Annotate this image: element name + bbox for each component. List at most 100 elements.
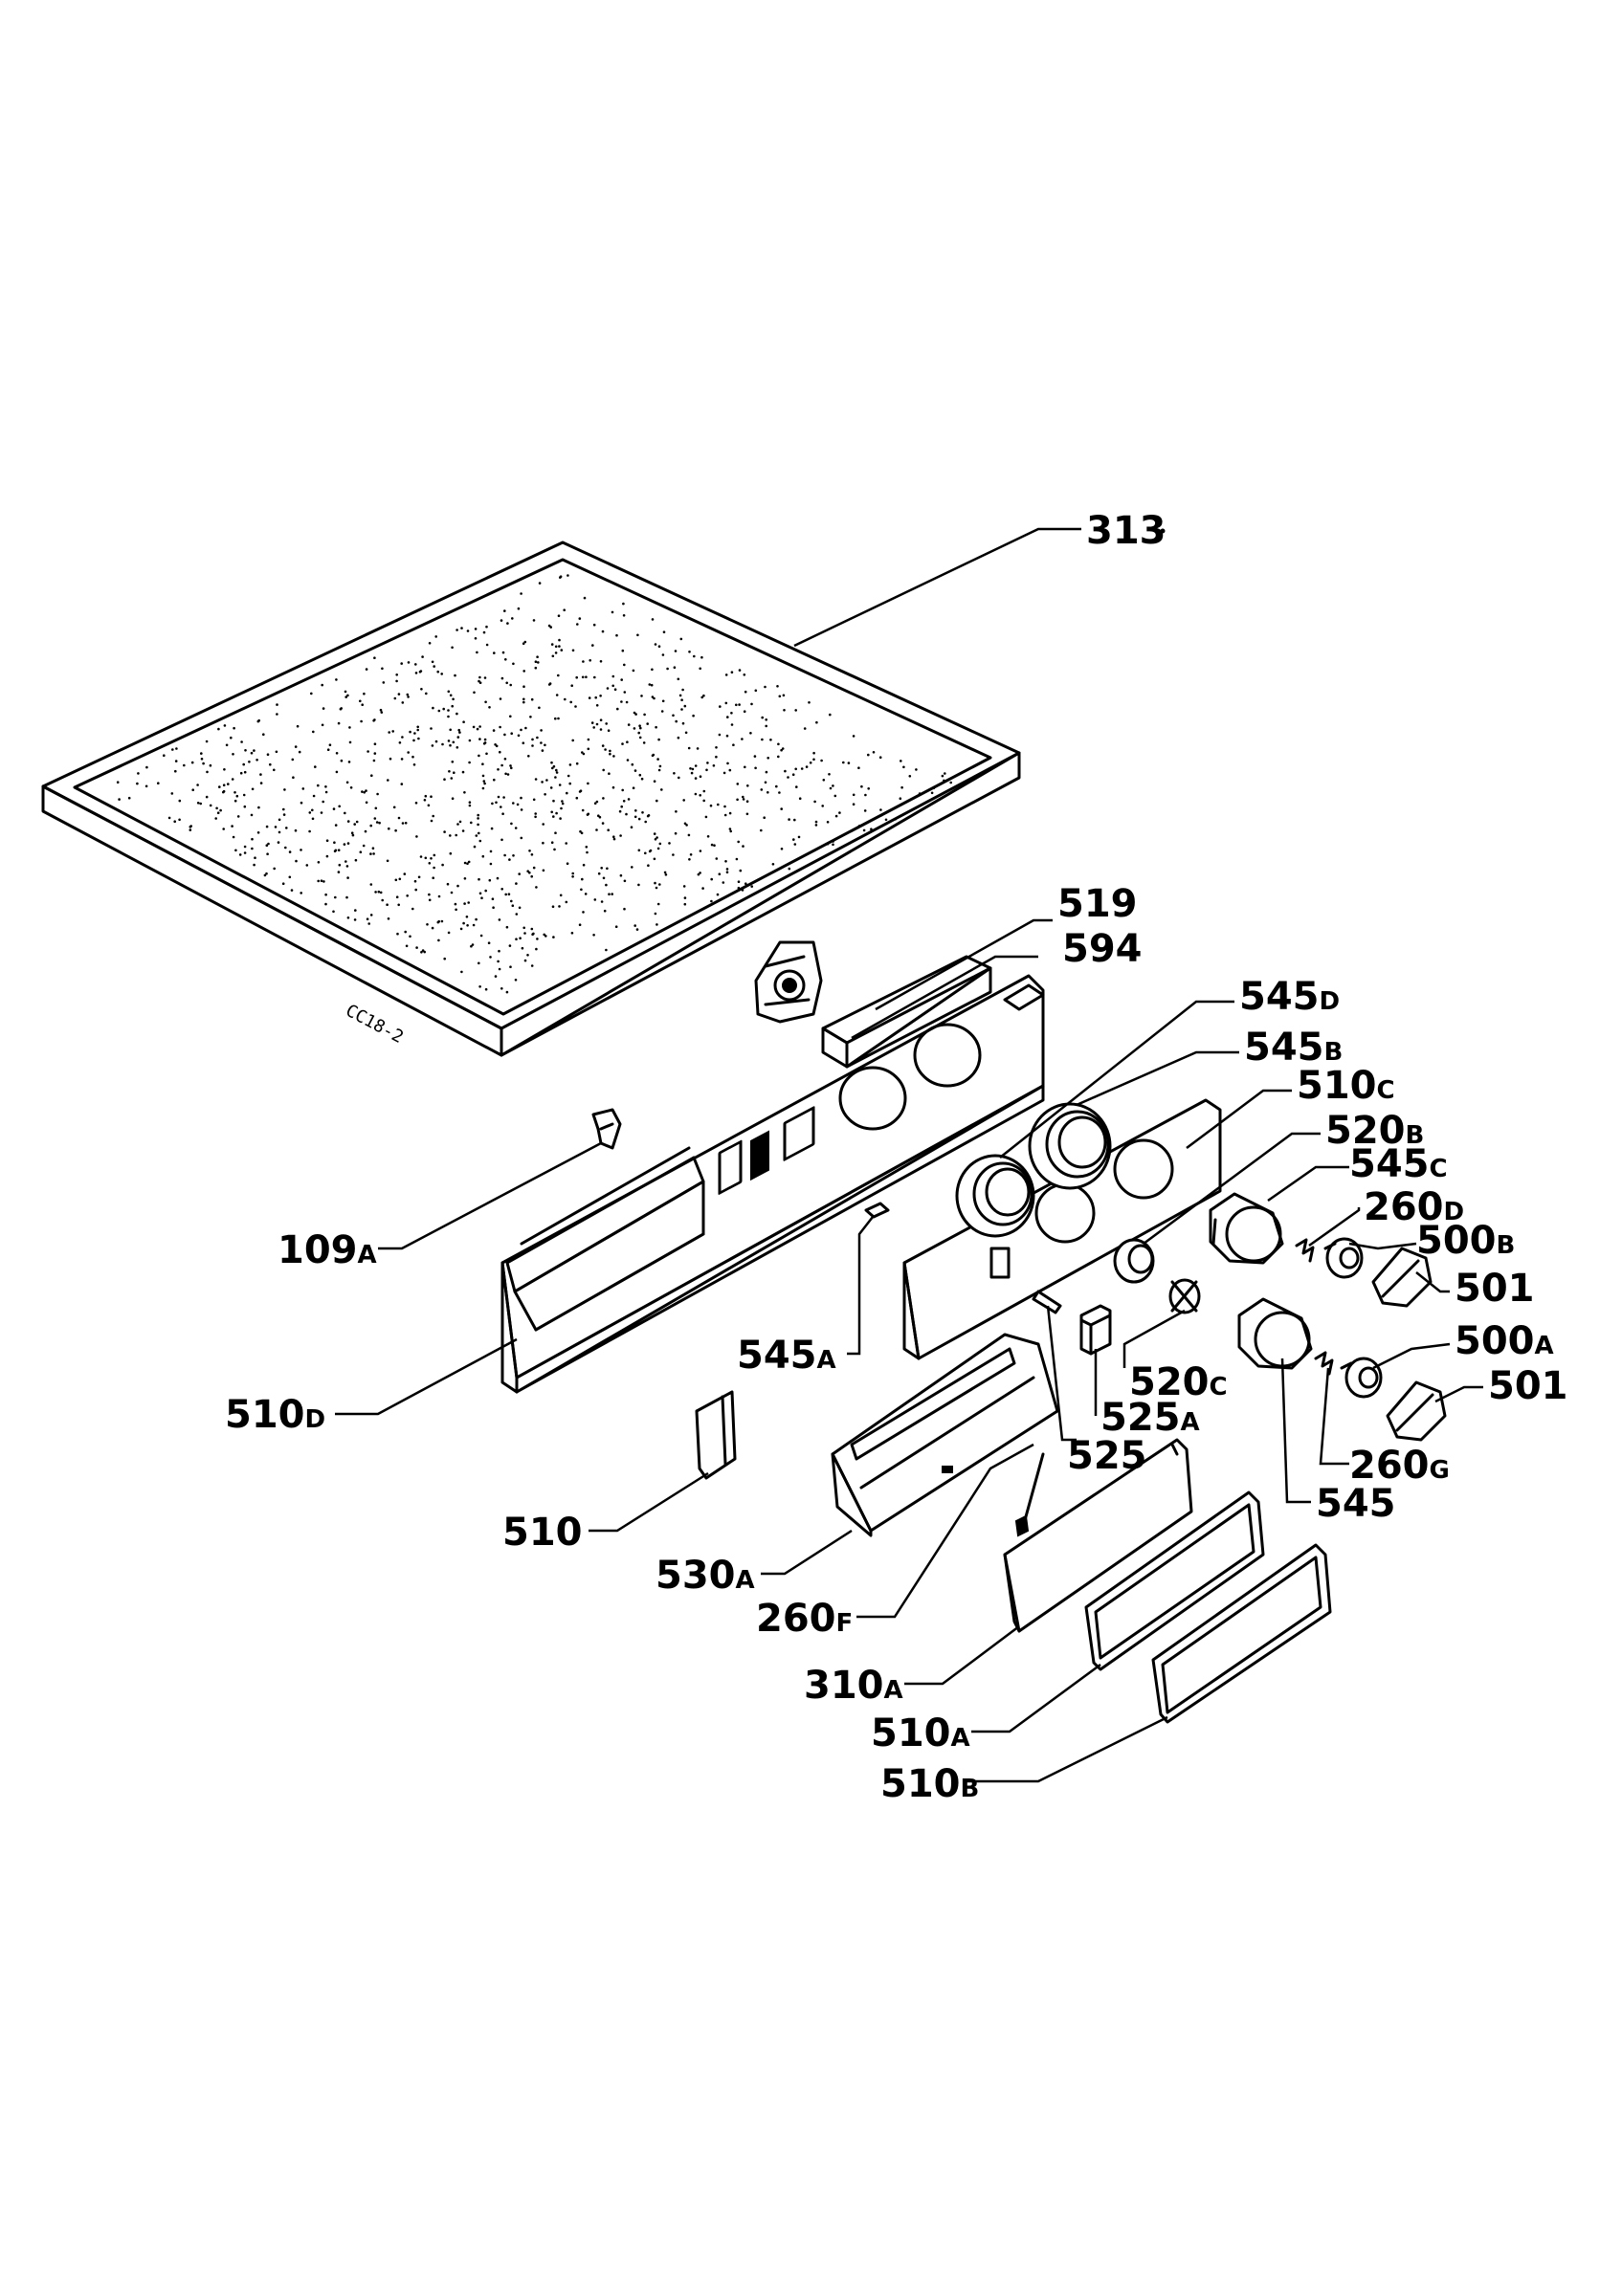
texture-dot (725, 868, 729, 871)
texture-dot (550, 841, 554, 844)
texture-dot (460, 627, 463, 629)
texture-dot (265, 844, 269, 847)
texture-dot (812, 751, 815, 755)
texture-dot (463, 791, 466, 794)
label-520b: 520B (1325, 1109, 1424, 1153)
texture-dot (527, 755, 530, 758)
texture-dot (944, 772, 946, 775)
texture-dot (353, 918, 357, 921)
texture-dot (600, 867, 603, 870)
texture-dot (535, 886, 538, 889)
texture-dot (367, 750, 369, 753)
texture-dot (447, 740, 451, 742)
texture-dot (340, 759, 344, 762)
texture-dot (872, 751, 876, 754)
texture-dot (622, 602, 625, 606)
texture-dot (764, 685, 767, 689)
texture-dot (325, 839, 329, 842)
texture-dot (570, 684, 573, 687)
texture-dot (566, 862, 569, 865)
texture-dot (694, 777, 698, 780)
texture-dot (294, 828, 298, 832)
texture-dot (750, 885, 753, 888)
texture-dot (681, 721, 685, 725)
part-530a-handle-unit (831, 1333, 1059, 1537)
texture-dot (206, 770, 209, 774)
texture-dot (805, 765, 809, 768)
texture-dot (540, 729, 543, 732)
texture-dot (603, 909, 607, 913)
texture-dot (654, 912, 657, 916)
texture-dot (857, 766, 860, 769)
texture-dot (595, 704, 599, 707)
texture-dot (490, 827, 494, 830)
texture-dot (320, 879, 323, 882)
texture-dot (515, 913, 519, 916)
texture-dot (870, 828, 873, 830)
label-519: 519 (1057, 882, 1138, 926)
texture-dot (353, 823, 357, 826)
texture-dot (311, 808, 314, 812)
texture-dot (235, 794, 239, 798)
texture-dot (899, 797, 902, 800)
texture-dot (348, 726, 351, 729)
texture-dot (581, 808, 585, 812)
texture-dot (465, 916, 469, 918)
texture-dot (583, 596, 587, 600)
texture-dot (276, 713, 278, 716)
texture-dot (401, 822, 405, 825)
texture-dot (335, 678, 338, 681)
texture-dot (401, 736, 404, 739)
texture-dot (633, 924, 636, 927)
texture-dot (407, 661, 411, 664)
texture-dot (728, 768, 732, 772)
texture-dot (570, 932, 574, 935)
texture-dot (378, 821, 381, 825)
texture-dot (320, 811, 323, 814)
texture-dot (233, 799, 237, 803)
texture-dot (580, 831, 584, 835)
texture-dot (605, 722, 608, 725)
texture-dot (308, 811, 312, 814)
texture-dot (363, 692, 366, 695)
texture-dot (398, 877, 402, 881)
texture-dot (673, 666, 677, 669)
texture-dot (706, 762, 709, 764)
label-594: 594 (1062, 927, 1143, 971)
texture-dot (765, 770, 768, 774)
texture-dot (949, 781, 952, 784)
texture-dot (852, 793, 855, 797)
texture-dot (509, 715, 512, 718)
texture-dot (453, 771, 455, 774)
texture-dot (333, 841, 336, 844)
texture-dot (701, 887, 704, 890)
texture-dot (765, 718, 767, 721)
texture-dot (365, 789, 367, 792)
texture-dot (631, 762, 634, 766)
texture-dot (715, 857, 719, 860)
texture-dot (702, 694, 705, 697)
texture-dot (262, 733, 265, 736)
texture-dot (395, 673, 399, 676)
texture-dot (829, 786, 833, 790)
texture-dot (699, 794, 701, 797)
texture-dot (536, 655, 539, 658)
texture-dot (611, 610, 614, 614)
texture-dot (680, 708, 683, 711)
label-510a: 510A (871, 1711, 970, 1755)
texture-dot (761, 716, 764, 719)
texture-dot (263, 873, 267, 877)
texture-dot (282, 807, 285, 811)
texture-dot (502, 796, 505, 799)
texture-dot (674, 831, 678, 835)
texture-dot (648, 683, 652, 686)
texture-dot (391, 730, 395, 733)
texture-dot (661, 653, 665, 656)
texture-dot (423, 799, 427, 802)
part-109a-clip (591, 1108, 622, 1150)
texture-dot (372, 852, 375, 855)
texture-dot (418, 671, 422, 673)
texture-dot (723, 813, 727, 817)
texture-dot (599, 660, 603, 663)
texture-dot (765, 724, 767, 728)
